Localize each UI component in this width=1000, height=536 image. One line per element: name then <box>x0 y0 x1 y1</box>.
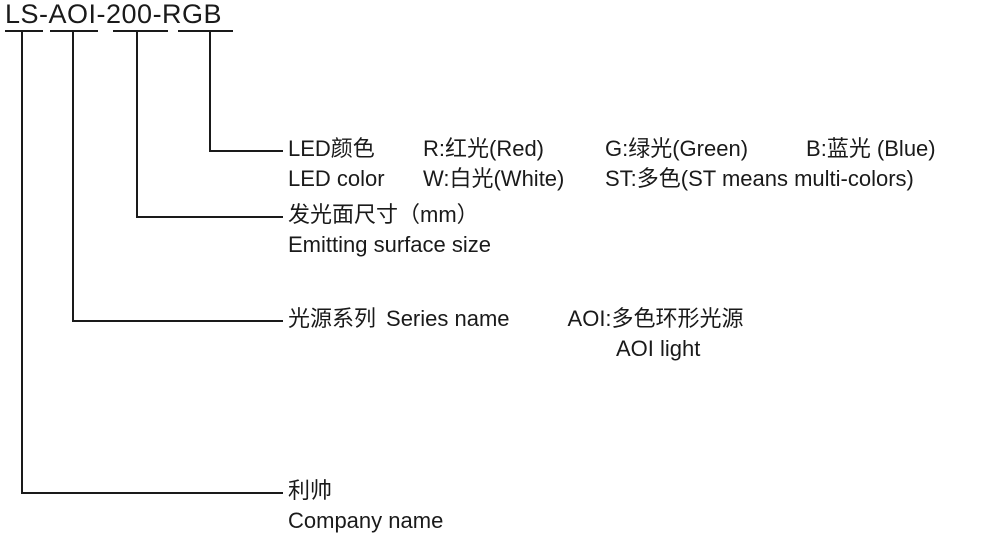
company-label-en: Company name <box>288 508 444 533</box>
callout-led-color: LED颜色 R:红光(Red) G:绿光(Green) B:蓝光 (Blue) LED… <box>288 134 936 194</box>
leader-vertical-rgb <box>209 30 211 150</box>
leader-vertical-200 <box>136 30 138 216</box>
segment-underline-rgb <box>178 30 233 32</box>
led-color-label-en: LED color <box>288 166 385 191</box>
led-color-option-b: B:蓝光 (Blue) <box>806 136 936 161</box>
leader-horizontal-ls <box>21 492 283 494</box>
leader-horizontal-200 <box>136 216 283 218</box>
part-number-title: LS-AOI-200-RGB <box>5 0 223 29</box>
leader-vertical-aoi <box>72 30 74 320</box>
led-color-row-1: LED颜色 R:红光(Red) G:绿光(Green) B:蓝光 (Blue) <box>288 134 936 164</box>
led-color-label-cn: LED颜色 <box>288 136 375 161</box>
emitting-size-label-cn: 发光面尺寸（mm） <box>288 202 479 227</box>
segment-underline-200 <box>113 30 168 32</box>
series-value-en: AOI light <box>616 336 701 361</box>
segment-underline-ls <box>5 30 43 32</box>
led-color-option-g: G:绿光(Green) <box>605 136 749 161</box>
company-label-cn: 利帅 <box>288 478 333 503</box>
segment-underline-aoi <box>50 30 98 32</box>
leader-horizontal-aoi <box>72 320 283 322</box>
series-row-1: 光源系列 Series name AOI:多色环形光源 <box>288 304 744 334</box>
callout-emitting-size: 发光面尺寸（mm） Emitting surface size <box>288 200 491 260</box>
led-color-row-2: LED color W:白光(White) ST:多色(ST means multi… <box>288 164 936 194</box>
led-color-option-w: W:白光(White) <box>423 166 565 191</box>
series-row-2: AOI light <box>288 334 744 364</box>
callout-company: 利帅 Company name <box>288 476 443 536</box>
series-value-cn: AOI:多色环形光源 <box>567 306 744 331</box>
led-color-option-r: R:红光(Red) <box>423 136 545 161</box>
led-color-option-st: ST:多色(ST means multi-colors) <box>605 166 914 191</box>
emitting-size-label-en: Emitting surface size <box>288 232 491 257</box>
callout-series: 光源系列 Series name AOI:多色环形光源 AOI light <box>288 304 744 364</box>
series-label-cn: 光源系列 <box>288 306 377 331</box>
series-label-en: Series name <box>386 306 510 331</box>
leader-vertical-ls <box>21 30 23 492</box>
leader-horizontal-rgb <box>209 150 283 152</box>
